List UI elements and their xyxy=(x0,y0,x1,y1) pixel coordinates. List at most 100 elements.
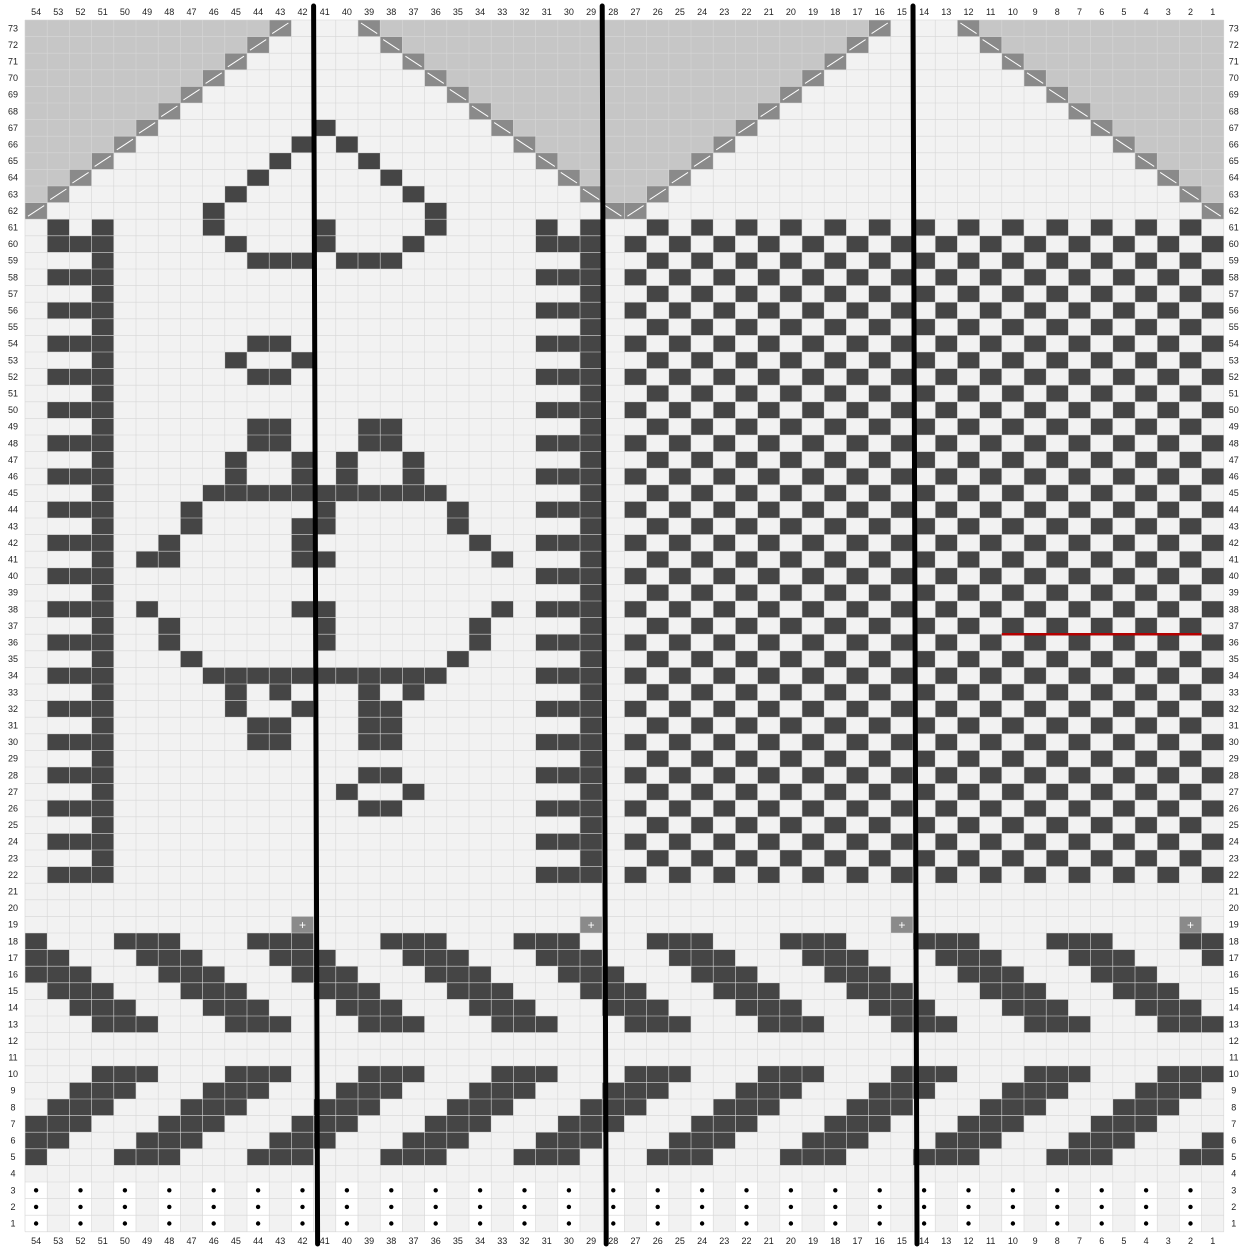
no-stitch-cell xyxy=(647,70,669,87)
stitch-filled xyxy=(669,1132,691,1149)
stitch-filled xyxy=(1157,999,1179,1016)
stitch-filled xyxy=(425,203,447,220)
stitch-filled xyxy=(580,535,602,552)
stitch-filled xyxy=(802,601,824,618)
stitch-filled xyxy=(624,402,646,419)
stitch-filled xyxy=(1113,667,1135,684)
column-label-top: 51 xyxy=(98,7,108,17)
stitch-filled xyxy=(358,485,380,502)
stitch-filled xyxy=(536,1066,558,1083)
stitch-filled xyxy=(1002,651,1024,668)
stitch-filled xyxy=(802,568,824,585)
stitch-filled xyxy=(758,302,780,319)
stitch-filled xyxy=(1002,850,1024,867)
purl-dot xyxy=(878,1205,882,1209)
stitch-filled xyxy=(47,667,69,684)
stitch-filled xyxy=(92,402,114,419)
row-label-right: 65 xyxy=(1229,156,1239,166)
stitch-filled xyxy=(558,435,580,452)
stitch-filled xyxy=(957,452,979,469)
stitch-filled xyxy=(1179,385,1201,402)
column-label-bottom: 1 xyxy=(1210,1236,1215,1246)
stitch-filled xyxy=(691,717,713,734)
stitch-filled xyxy=(624,1066,646,1083)
stitch-filled xyxy=(846,701,868,718)
row-label-right: 47 xyxy=(1229,455,1239,465)
stitch-filled xyxy=(513,933,535,950)
no-stitch-cell xyxy=(1179,120,1201,137)
stitch-filled xyxy=(513,1016,535,1033)
stitch-filled xyxy=(1024,1016,1046,1033)
row-label-left: 38 xyxy=(8,604,18,614)
stitch-filled xyxy=(846,568,868,585)
stitch-filled xyxy=(802,269,824,286)
stitch-filled xyxy=(691,551,713,568)
stitch-filled xyxy=(624,1016,646,1033)
row-label-left: 49 xyxy=(8,422,18,432)
purl-dot xyxy=(744,1221,748,1225)
stitch-filled xyxy=(802,933,824,950)
row-label-left: 63 xyxy=(8,189,18,199)
stitch-filled xyxy=(380,800,402,817)
stitch-filled xyxy=(1113,236,1135,253)
stitch-filled xyxy=(980,1116,1002,1133)
no-stitch-cell xyxy=(136,103,158,120)
stitch-filled xyxy=(47,867,69,884)
stitch-filled xyxy=(425,966,447,983)
row-label-right: 50 xyxy=(1229,405,1239,415)
stitch-filled xyxy=(1024,1099,1046,1116)
column-label-top: 45 xyxy=(231,7,241,17)
no-stitch-cell xyxy=(580,37,602,54)
no-stitch-cell xyxy=(158,37,180,54)
stitch-filled xyxy=(580,966,602,983)
stitch-filled xyxy=(869,518,891,535)
stitch-filled xyxy=(1068,867,1090,884)
no-stitch-cell xyxy=(469,70,491,87)
stitch-filled xyxy=(180,651,202,668)
column-label-bottom: 17 xyxy=(852,1236,862,1246)
purl-dot xyxy=(212,1188,216,1192)
row-label-left: 42 xyxy=(8,538,18,548)
row-label-left: 65 xyxy=(8,156,18,166)
stitch-filled xyxy=(735,750,757,767)
stitch-filled xyxy=(669,1149,691,1166)
stitch-filled xyxy=(691,1132,713,1149)
stitch-filled xyxy=(114,1066,136,1083)
purl-dot xyxy=(1055,1205,1059,1209)
stitch-filled xyxy=(358,153,380,170)
stitch-filled xyxy=(269,485,291,502)
stitch-filled xyxy=(691,784,713,801)
column-label-top: 54 xyxy=(31,7,41,17)
stitch-filled xyxy=(536,767,558,784)
purl-dot xyxy=(1055,1221,1059,1225)
column-label-top: 8 xyxy=(1055,7,1060,17)
row-label-right: 51 xyxy=(1229,389,1239,399)
row-label-left: 59 xyxy=(8,256,18,266)
stitch-filled xyxy=(158,950,180,967)
stitch-filled xyxy=(624,833,646,850)
stitch-filled xyxy=(980,568,1002,585)
no-stitch-cell xyxy=(25,20,47,37)
stitch-filled xyxy=(735,319,757,336)
stitch-filled xyxy=(225,1016,247,1033)
stitch-filled xyxy=(247,1016,269,1033)
no-stitch-cell xyxy=(824,37,846,54)
stitch-filled xyxy=(780,252,802,269)
column-label-bottom: 15 xyxy=(897,1236,907,1246)
no-stitch-cell xyxy=(447,70,469,87)
column-label-top: 42 xyxy=(297,7,307,17)
stitch-filled xyxy=(69,468,91,485)
row-label-left: 41 xyxy=(8,555,18,565)
stitch-filled xyxy=(558,701,580,718)
no-stitch-cell xyxy=(580,20,602,37)
stitch-filled xyxy=(469,1082,491,1099)
stitch-filled xyxy=(758,435,780,452)
stitch-filled xyxy=(291,966,313,983)
no-stitch-cell xyxy=(602,169,624,186)
stitch-filled xyxy=(1024,335,1046,352)
stitch-filled xyxy=(1068,236,1090,253)
column-label-top: 38 xyxy=(386,7,396,17)
stitch-filled xyxy=(713,269,735,286)
stitch-filled xyxy=(1024,1082,1046,1099)
stitch-filled xyxy=(1179,750,1201,767)
